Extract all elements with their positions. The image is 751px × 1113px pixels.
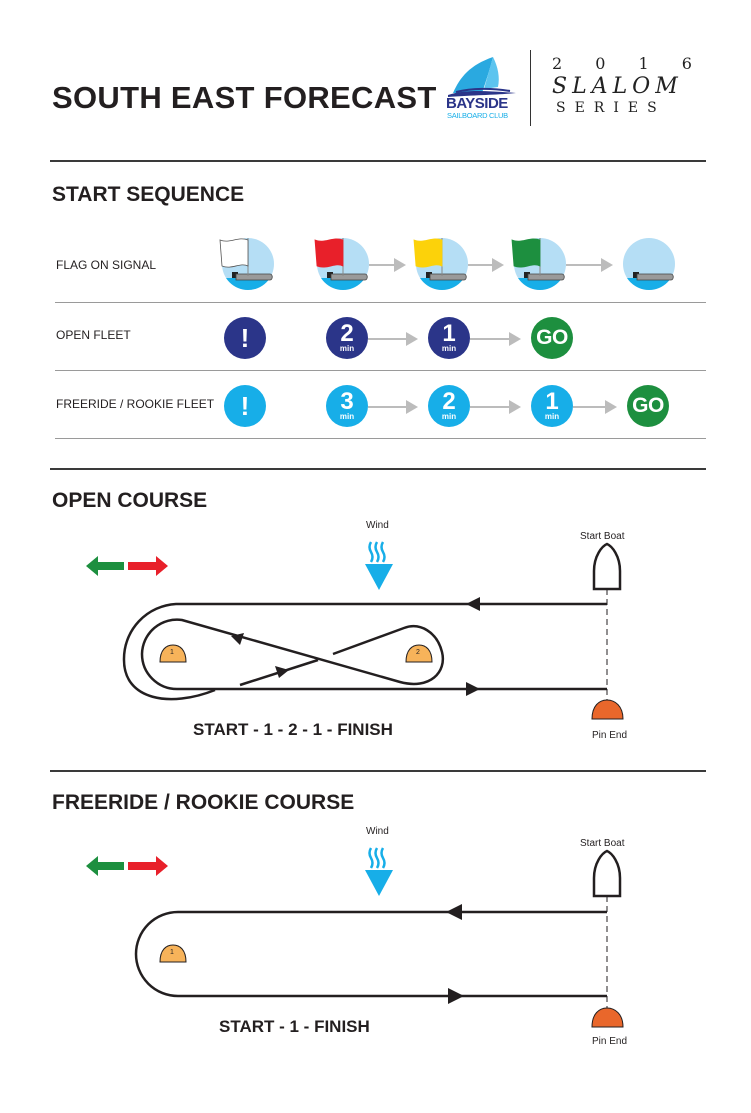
wind-arrow-icon xyxy=(365,847,393,896)
divider xyxy=(55,302,706,303)
course-arrow xyxy=(446,904,462,920)
section-heading-open-course: OPEN COURSE xyxy=(52,489,208,512)
start-boat-label: Start Boat xyxy=(580,838,625,849)
sequence-arrow xyxy=(470,332,521,346)
sequence-arrow xyxy=(566,258,613,272)
timer-unit: min xyxy=(544,412,560,421)
windsurf-sail-icon xyxy=(448,57,516,97)
logo-divider xyxy=(530,50,531,126)
wind-label: Wind xyxy=(366,520,389,531)
sequence-arrow xyxy=(368,332,418,346)
timer-value: 2 xyxy=(340,320,354,347)
divider xyxy=(50,770,706,772)
green-flag-icon xyxy=(511,238,566,290)
course-arrow xyxy=(448,988,464,1004)
page-title: SOUTH EAST FORECAST xyxy=(52,80,437,115)
start-boat-label: Start Boat xyxy=(580,531,625,542)
course-arrow xyxy=(231,633,244,645)
start-boat-icon xyxy=(592,849,622,898)
series-line1: SLALOM xyxy=(552,74,683,99)
course-outer-loop xyxy=(122,602,607,701)
sequence-arrow xyxy=(468,258,504,272)
go-signal: GO xyxy=(627,385,669,427)
divider xyxy=(50,160,706,162)
start-boat-icon xyxy=(592,542,622,591)
warning-signal-icon: ! xyxy=(224,317,266,359)
direction-arrows-icon xyxy=(86,856,168,876)
pin-end-label: Pin End xyxy=(592,730,628,741)
mark-1-label: 1 xyxy=(170,649,174,656)
open-course-diagram xyxy=(122,542,624,720)
direction-arrows-icon xyxy=(86,556,168,576)
rookie-course-diagram xyxy=(134,849,624,1028)
pin-end-label: Pin End xyxy=(592,1036,628,1047)
sequence-arrow xyxy=(470,400,521,414)
pin-end-buoy xyxy=(591,699,624,720)
course-arrow xyxy=(275,666,289,678)
sequence-arrow xyxy=(369,258,406,272)
timer-unit: min xyxy=(441,412,457,421)
mark-2 xyxy=(405,644,433,663)
divider xyxy=(55,438,706,439)
pin-end-buoy xyxy=(591,1007,624,1028)
go-label: GO xyxy=(536,326,568,349)
timer-value: 3 xyxy=(340,388,354,415)
series-line2: SERIES xyxy=(556,100,666,116)
timer-value: 2 xyxy=(442,388,456,415)
mark-1 xyxy=(159,644,187,663)
club-name: BAYSIDE xyxy=(446,95,508,112)
warning-mark: ! xyxy=(240,323,250,353)
section-heading-start-sequence: START SEQUENCE xyxy=(52,183,245,206)
club-subtitle: SAILBOARD CLUB xyxy=(447,111,508,120)
row-label-flag-signal: FLAG ON SIGNAL xyxy=(56,258,157,272)
warning-mark: ! xyxy=(240,391,250,421)
divider xyxy=(50,468,706,470)
mark-1-label: 1 xyxy=(170,949,174,956)
open-course-route: START - 1 - 2 - 1 - FINISH xyxy=(193,720,393,739)
go-label: GO xyxy=(632,394,664,417)
course-inner-loop xyxy=(185,596,442,684)
course-arrow xyxy=(466,682,480,696)
wind-label: Wind xyxy=(366,826,389,837)
row-label-open-fleet: OPEN FLEET xyxy=(56,328,131,342)
mark-2-label: 2 xyxy=(416,649,420,656)
section-heading-rookie-course: FREERIDE / ROOKIE COURSE xyxy=(52,791,355,814)
course-arrow xyxy=(466,597,480,611)
timer-value: 1 xyxy=(545,388,559,415)
timer-unit: min xyxy=(339,344,355,353)
sequence-arrow xyxy=(368,400,418,414)
series-year: 2 0 1 6 xyxy=(552,54,706,73)
course-loop xyxy=(134,910,607,998)
sequence-arrow xyxy=(573,400,617,414)
yellow-flag-icon xyxy=(413,238,468,290)
mark-1 xyxy=(159,944,187,963)
timer-unit: min xyxy=(339,412,355,421)
no-flag-icon xyxy=(623,238,675,290)
row-label-rookie-fleet: FREERIDE / ROOKIE FLEET xyxy=(56,397,215,411)
go-signal: GO xyxy=(531,317,573,359)
timer-value: 1 xyxy=(442,320,456,347)
warning-signal-icon: ! xyxy=(224,385,266,427)
rookie-course-route: START - 1 - FINISH xyxy=(219,1017,370,1036)
divider xyxy=(55,370,706,371)
wind-arrow-icon xyxy=(365,541,393,590)
timer-unit: min xyxy=(441,344,457,353)
white-flag-icon xyxy=(219,238,274,290)
red-flag-icon xyxy=(314,238,369,290)
